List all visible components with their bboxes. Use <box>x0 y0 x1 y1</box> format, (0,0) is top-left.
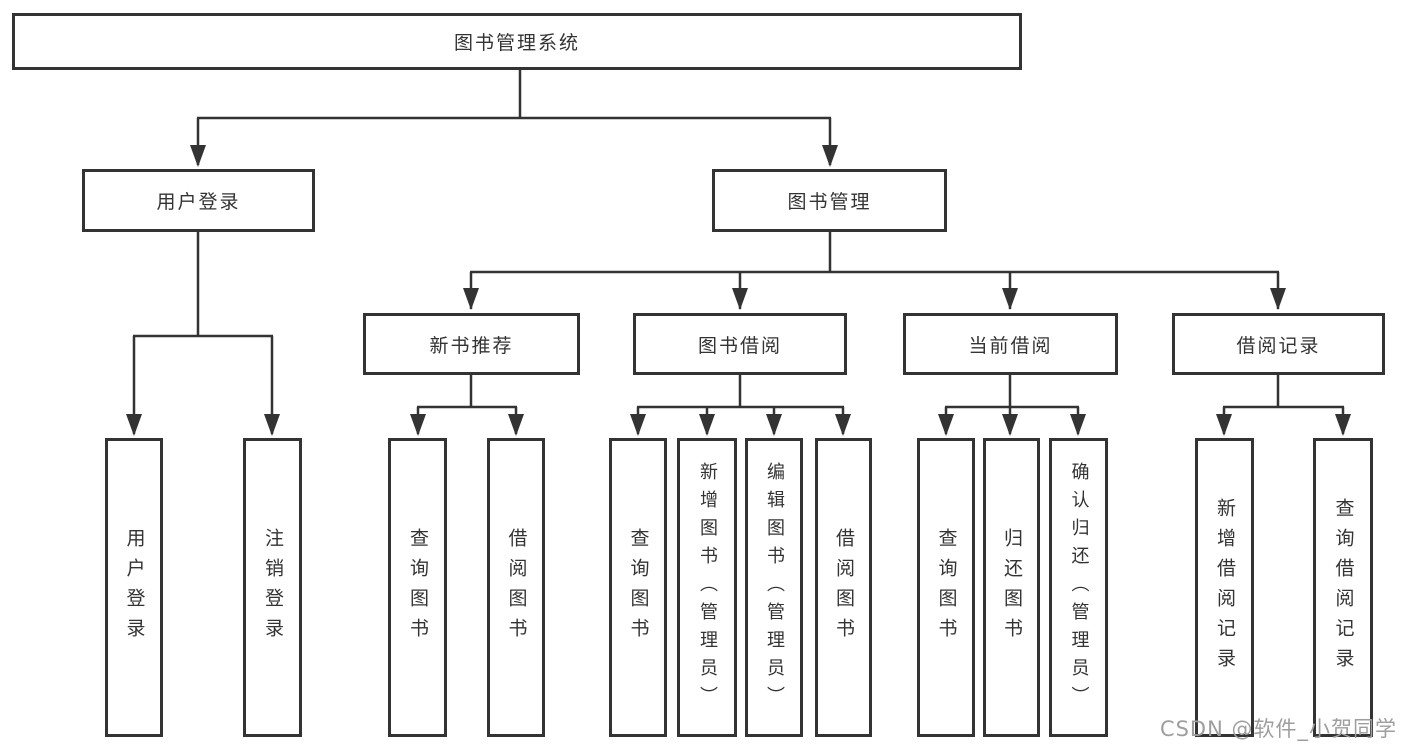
leaf-logout: 注销登录 <box>243 438 302 737</box>
leaf-bb-query-book: 查询图书 <box>609 438 667 737</box>
leaf-bb-borrow-book-label: 借阅图书 <box>833 527 855 648</box>
leaf-nbr-borrow-book-label: 借阅图书 <box>505 527 528 648</box>
node-borrowing-records: 借阅记录 <box>1172 313 1385 375</box>
leaf-bb-add-book-admin: 新增图书（管理员） <box>677 438 737 737</box>
leaf-cb-query-book-label: 查询图书 <box>935 527 958 648</box>
leaf-nbr-borrow-book: 借阅图书 <box>487 438 545 737</box>
leaf-br-query-record-label: 查询借阅记录 <box>1332 497 1355 678</box>
node-current-borrowing-label: 当前借阅 <box>968 334 1053 357</box>
node-book-borrowing-label: 图书借阅 <box>697 334 782 357</box>
leaf-logout-label: 注销登录 <box>262 527 284 648</box>
leaf-cb-confirm-return-admin-label: 确认归还（管理员） <box>1068 461 1090 714</box>
leaf-cb-query-book: 查询图书 <box>917 438 975 737</box>
leaf-bb-edit-book-admin: 编辑图书（管理员） <box>745 438 803 737</box>
node-root-label: 图书管理系统 <box>453 32 580 54</box>
node-current-borrowing: 当前借阅 <box>903 313 1118 375</box>
leaf-nbr-query-book-label: 查询图书 <box>407 527 429 648</box>
node-user-login: 用户登录 <box>82 169 315 232</box>
leaf-user-login-label: 用户登录 <box>123 527 146 648</box>
leaf-bb-query-book-label: 查询图书 <box>627 527 650 648</box>
node-book-management-label: 图书管理 <box>787 191 872 213</box>
node-borrowing-records-label: 借阅记录 <box>1236 334 1321 357</box>
leaf-br-add-record-label: 新增借阅记录 <box>1214 497 1236 678</box>
leaf-cb-return-book: 归还图书 <box>983 438 1040 737</box>
node-user-login-label: 用户登录 <box>156 191 241 213</box>
leaf-bb-edit-book-admin-label: 编辑图书（管理员） <box>764 461 785 714</box>
node-book-borrowing: 图书借阅 <box>633 313 847 375</box>
watermark: CSDN @软件_小贺同学 <box>1159 717 1397 741</box>
node-new-book-recommend: 新书推荐 <box>363 313 580 375</box>
leaf-nbr-query-book: 查询图书 <box>388 438 447 737</box>
leaf-cb-return-book-label: 归还图书 <box>1001 527 1023 648</box>
node-root: 图书管理系统 <box>12 13 1022 70</box>
leaf-br-query-record: 查询借阅记录 <box>1313 438 1373 737</box>
leaf-cb-confirm-return-admin: 确认归还（管理员） <box>1049 438 1108 737</box>
leaf-br-add-record: 新增借阅记录 <box>1195 438 1254 737</box>
leaf-user-login: 用户登录 <box>105 438 163 737</box>
node-book-management: 图书管理 <box>712 169 947 232</box>
node-new-book-recommend-label: 新书推荐 <box>429 334 514 357</box>
leaf-bb-add-book-admin-label: 新增图书（管理员） <box>697 461 718 714</box>
leaf-bb-borrow-book: 借阅图书 <box>815 438 872 737</box>
